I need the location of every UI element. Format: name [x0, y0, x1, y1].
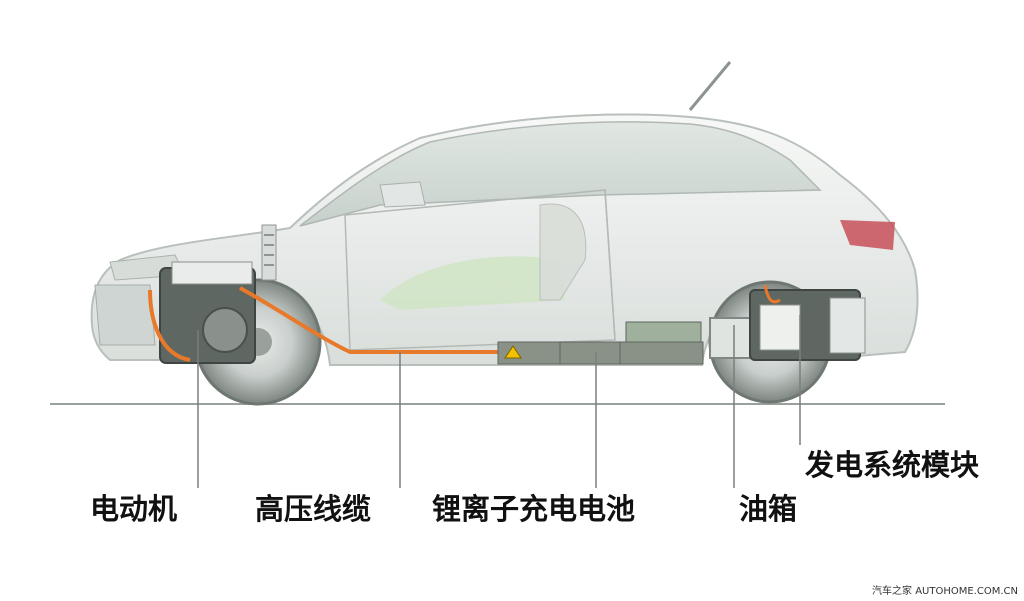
electric-motor-block [148, 261, 256, 364]
front-suspension [261, 224, 277, 281]
lithium-ion-battery-pack [497, 321, 704, 365]
label-battery: 锂离子充电电池 [432, 492, 636, 526]
generator-module [749, 284, 866, 361]
fuel-tank [709, 317, 751, 359]
label-fuel-tank: 油箱 [739, 492, 798, 526]
high-voltage-cable [239, 286, 500, 354]
label-motor: 电动机 [90, 492, 178, 526]
label-generator: 发电系统模块 [805, 448, 980, 482]
watermark: 汽车之家 AUTOHOME.COM.CN [872, 586, 1018, 597]
leader-lines [197, 315, 801, 488]
label-cable: 高压线缆 [255, 492, 372, 526]
